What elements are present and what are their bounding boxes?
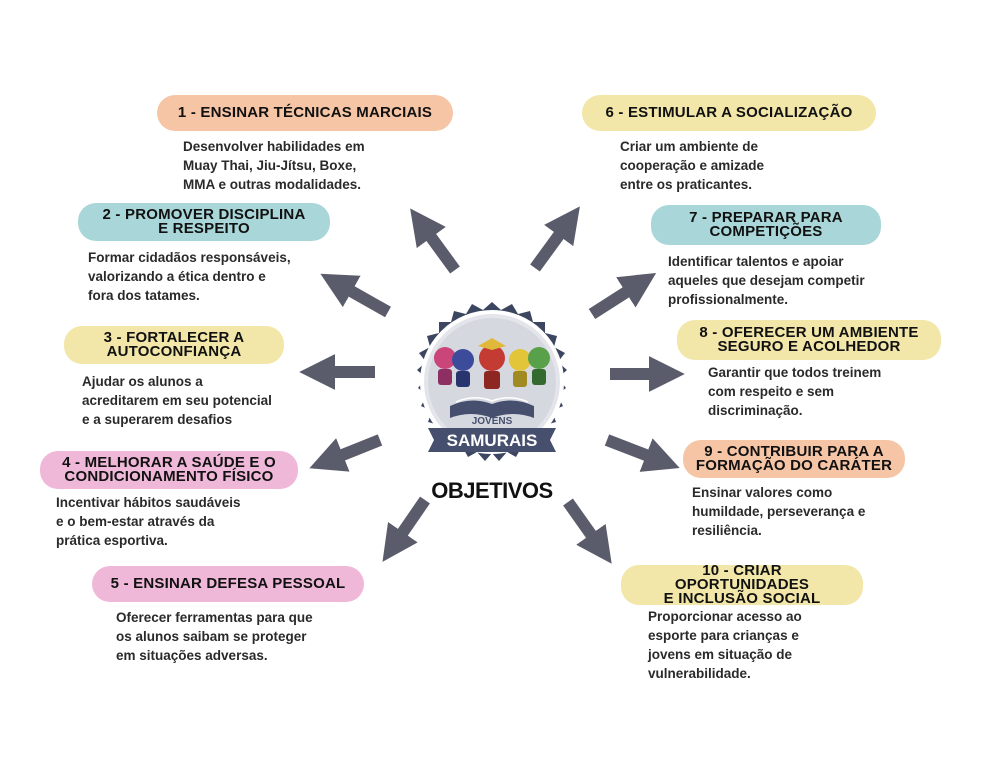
badge-ribbon <box>428 428 556 452</box>
arrow-5 <box>382 496 430 562</box>
arrow-4 <box>309 434 383 472</box>
objective-4-title: 4 - MELHORAR A SAÚDE E O CONDICIONAMENTO… <box>40 451 298 489</box>
objective-8-title: 8 - OFERECER UM AMBIENTE SEGURO E ACOLHE… <box>677 320 941 360</box>
objective-2-title: 2 - PROMOVER DISCIPLINA E RESPEITO <box>78 203 330 241</box>
arrow-10 <box>563 498 612 564</box>
samurai-mascots-icon <box>434 338 550 389</box>
objective-7-desc: Identificar talentos e apoiar aqueles qu… <box>668 254 865 307</box>
objective-3-desc: Ajudar os alunos a acreditarem em seu po… <box>82 374 272 427</box>
objective-5-title: 5 - ENSINAR DEFESA PESSOAL <box>92 566 364 602</box>
arrow-6 <box>530 206 580 272</box>
arrow-2 <box>320 273 391 318</box>
objective-9-title: 9 - CONTRIBUIR PARA A FORMAÇÃO DO CARÁTE… <box>683 440 905 478</box>
objective-1-desc: Desenvolver habilidades em Muay Thai, Ji… <box>183 139 365 192</box>
objective-10-title: 10 - CRIAR OPORTUNIDADES E INCLUSÃO SOCI… <box>621 563 863 606</box>
arrow-9 <box>604 434 680 472</box>
objective-3-title: 3 - FORTALECER A AUTOCONFIANÇA <box>64 326 284 364</box>
arrow-7 <box>588 272 657 320</box>
center-title: OBJETIVOS <box>431 478 553 503</box>
arrow-1 <box>410 208 460 274</box>
jovens-samurais-badge: JOVENS SAMURAIS <box>417 302 567 461</box>
badge-top-text: JOVENS <box>472 416 513 427</box>
objective-9-desc: Ensinar valores como humildade, persever… <box>692 485 866 538</box>
objective-6-desc: Criar um ambiente de cooperação e amizad… <box>620 139 765 192</box>
badge-main-text: SAMURAIS <box>447 431 538 450</box>
objective-5-desc: Oferecer ferramentas para que os alunos … <box>116 610 313 663</box>
objective-1-title: 1 - ENSINAR TÉCNICAS MARCIAIS <box>157 95 453 131</box>
open-book-icon <box>450 397 534 418</box>
objective-7-title: 7 - PREPARAR PARA COMPETIÇÕES <box>651 205 881 245</box>
objective-4-desc: Incentivar hábitos saudáveis e o bem-est… <box>56 495 241 548</box>
objective-6-title: 6 - ESTIMULAR A SOCIALIZAÇÃO <box>582 95 876 131</box>
objective-2-desc: Formar cidadãos responsáveis, valorizand… <box>88 250 291 303</box>
objective-10-desc: Proporcionar acesso ao esporte para cria… <box>648 609 802 681</box>
objective-8-desc: Garantir que todos treinem com respeito … <box>708 365 882 418</box>
